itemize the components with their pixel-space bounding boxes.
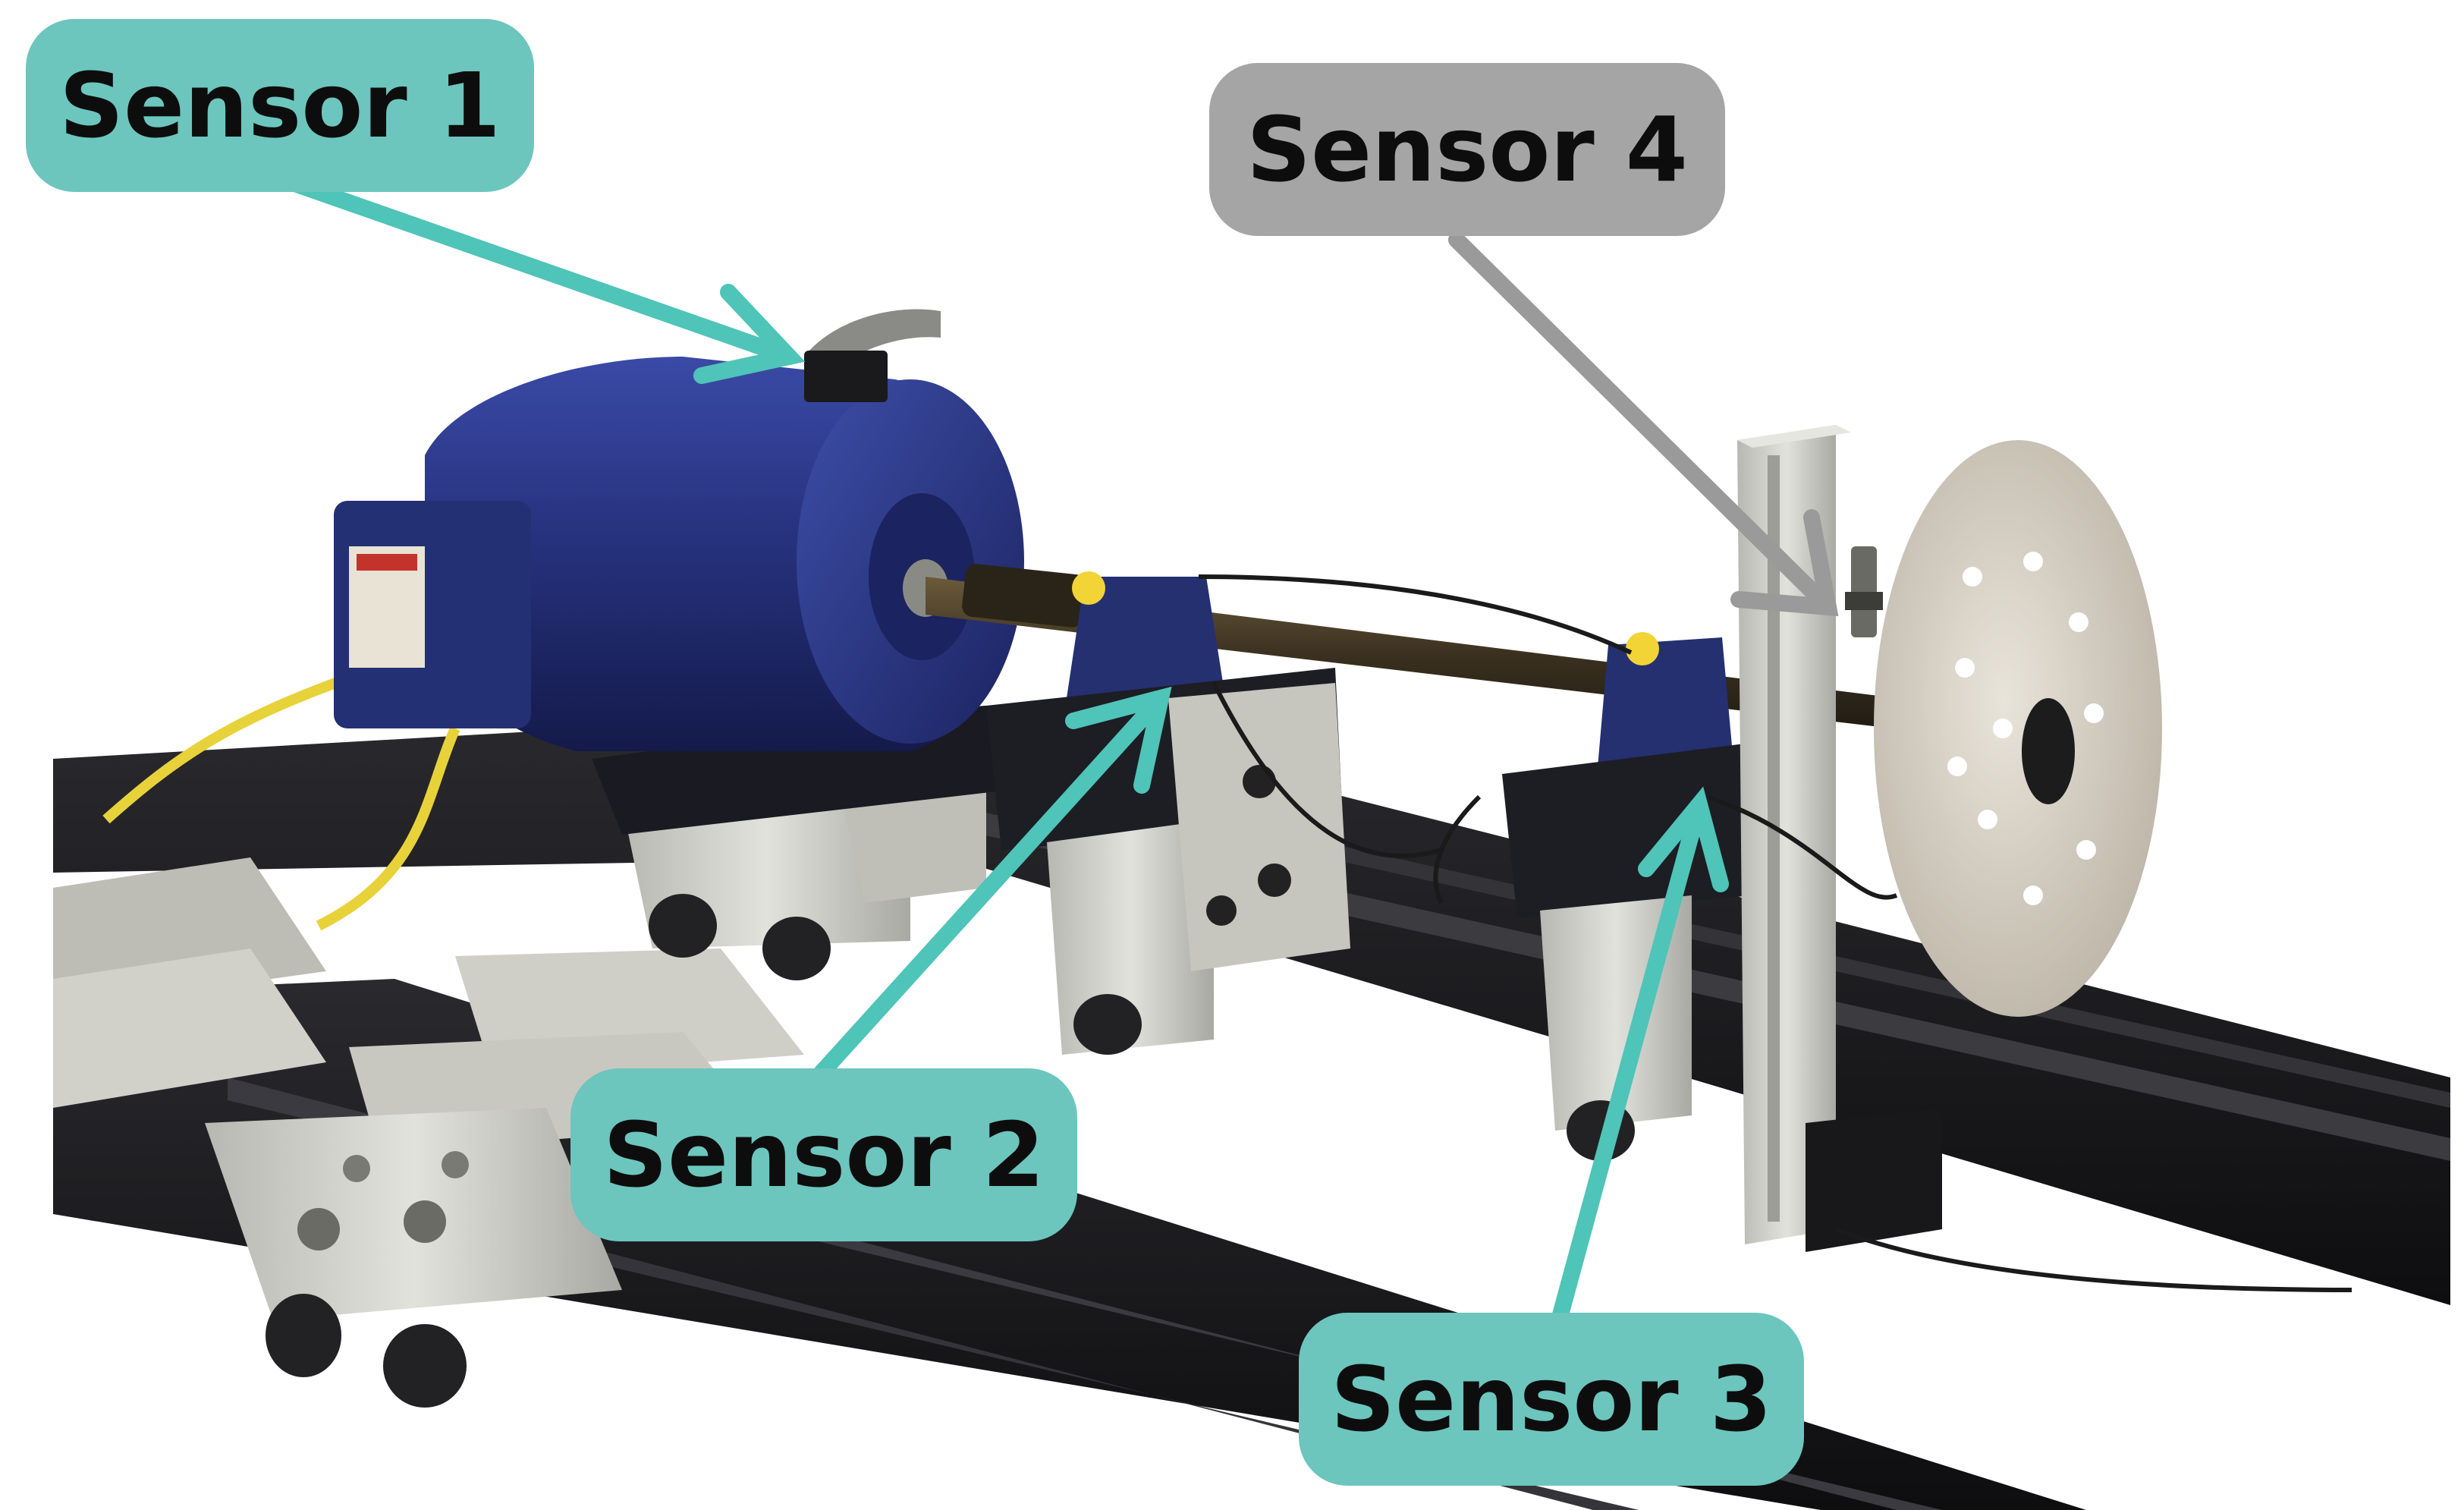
sensor-4-probe [1845,546,1883,637]
arrow-sensor-4 [1448,231,1839,617]
sensor-1-label: Sensor 1 [26,19,534,192]
arrow-sensor-3 [1551,786,1729,1329]
rotor-disc [1874,440,2162,1017]
sensor-3-label: Sensor 3 [1299,1313,1804,1486]
arrow-sensor-1 [265,168,806,384]
arrow-sensor-2 [788,686,1172,1109]
sensor-wires [1198,574,2352,1292]
sensor-2-label: Sensor 2 [570,1068,1077,1241]
electric-motor [334,309,1024,751]
sensor-4-label: Sensor 4 [1209,63,1725,236]
sensor-1-block [804,351,888,402]
bearing-2 [1502,632,1752,1161]
yellow-cable [102,670,460,931]
